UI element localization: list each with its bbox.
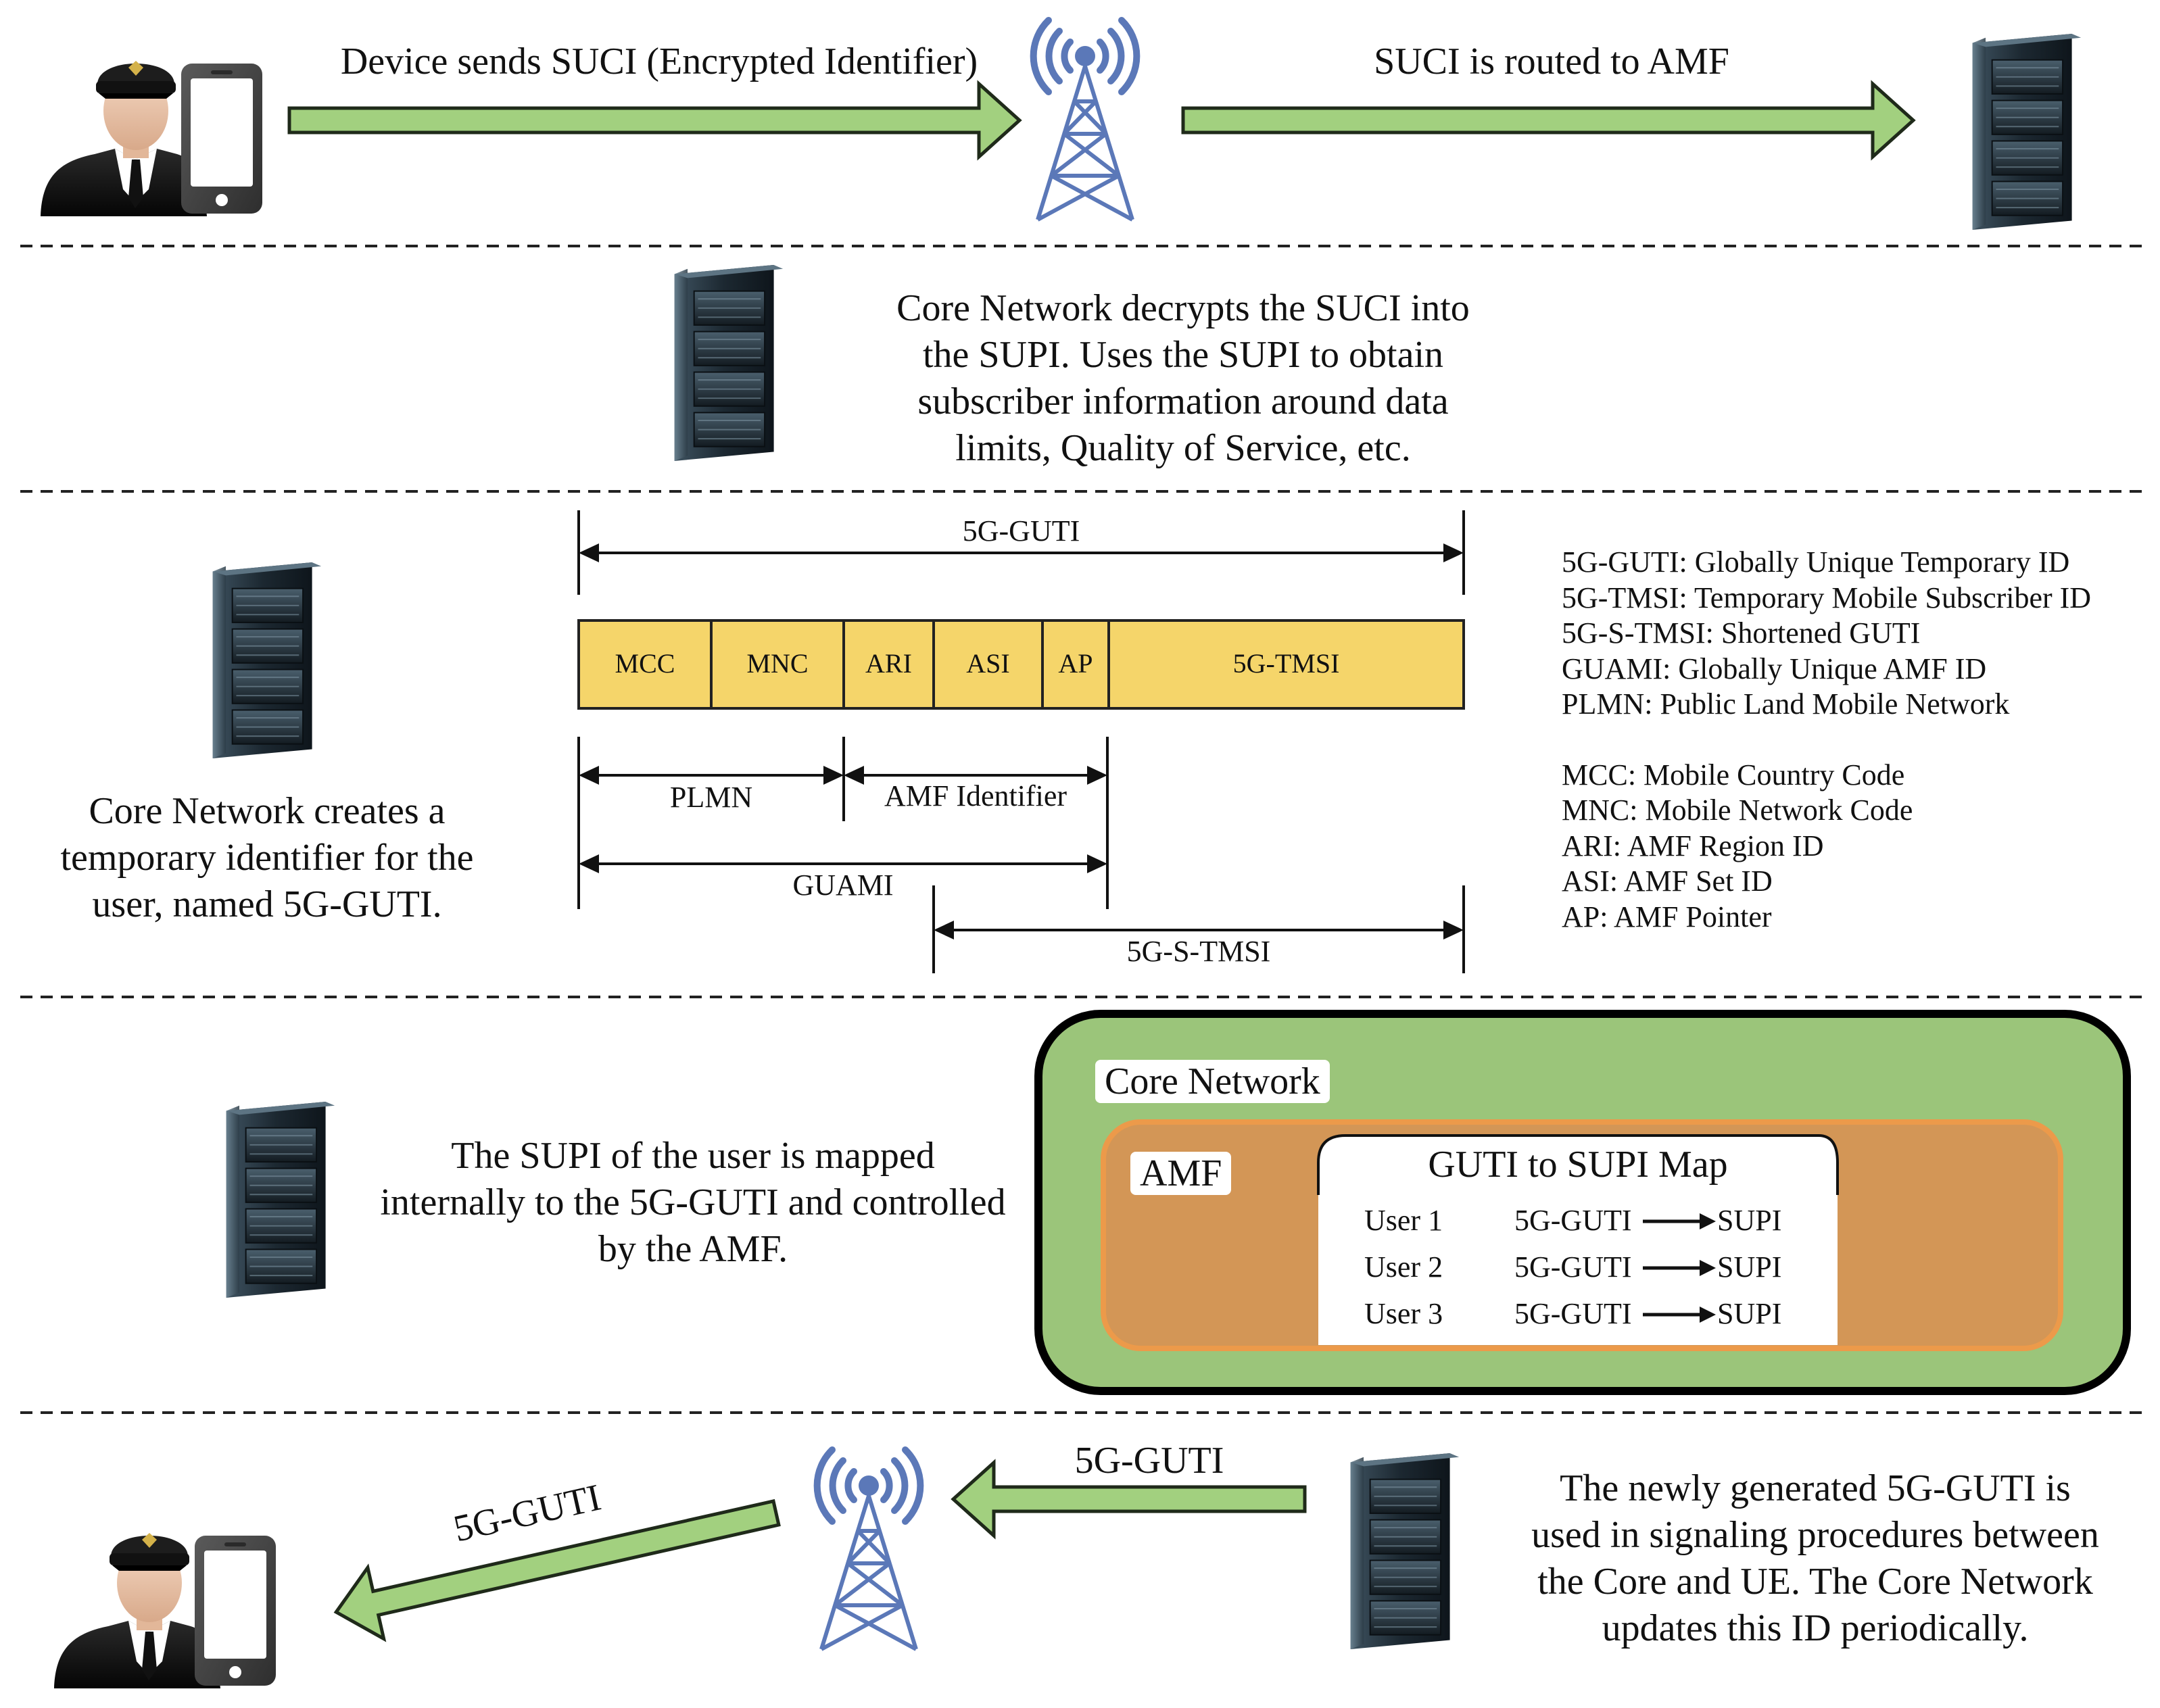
- span-label-5g-guti: 5G-GUTI: [962, 514, 1080, 547]
- map-row-to: SUPI: [1717, 1297, 1782, 1330]
- map-row-user: User 2: [1364, 1250, 1443, 1284]
- row5-line: the Core and UE. The Core Network: [1537, 1561, 2093, 1603]
- field-5g-tmsi: [1107, 619, 1465, 710]
- legend-item: ARI: AMF Region ID: [1562, 829, 1824, 862]
- row5-line: updates this ID periodically.: [1602, 1607, 2029, 1649]
- server-icon: [673, 265, 784, 461]
- field-label-ari: ARI: [865, 648, 912, 679]
- user-device-icon: [41, 61, 262, 216]
- arrow-label-5g-guti-to-tower: 5G-GUTI: [1074, 1440, 1224, 1482]
- row2-line: subscriber information around data: [917, 381, 1449, 422]
- row4-line: The SUPI of the user is mapped: [451, 1135, 935, 1177]
- cell-tower-icon: [1034, 20, 1137, 220]
- legend-item: 5G-TMSI: Temporary Mobile Subscriber ID: [1562, 581, 2092, 614]
- arrow-tower-to-device: [333, 1498, 781, 1642]
- server-icon: [1971, 34, 2082, 230]
- arrow-core-to-tower: [951, 1459, 1307, 1540]
- legend-item: MCC: Mobile Country Code: [1562, 758, 1905, 791]
- row2-line: Core Network decrypts the SUCI into: [896, 287, 1470, 329]
- span-label-plmn: PLMN: [669, 781, 753, 814]
- legend-item: GUAMI: Globally Unique AMF ID: [1562, 652, 1987, 685]
- legend-item: 5G-S-TMSI: Shortened GUTI: [1562, 616, 1921, 650]
- row2-line: the SUPI. Uses the SUPI to obtain: [923, 334, 1443, 376]
- map-row-from: 5G-GUTI: [1514, 1250, 1632, 1284]
- legend-item: 5G-GUTI: Globally Unique Temporary ID: [1562, 545, 2070, 579]
- span-label-guami: GUAMI: [792, 869, 894, 902]
- guti-structure-bar: [577, 619, 1465, 710]
- row3-line: user, named 5G-GUTI.: [92, 883, 442, 925]
- field-label-mcc: MCC: [615, 648, 675, 679]
- legend-item: MNC: Mobile Network Code: [1562, 794, 1913, 827]
- row4-line: internally to the 5G-GUTI and controlled: [380, 1181, 1006, 1223]
- row2-description: Core Network decrypts the SUCI into the …: [777, 285, 1589, 472]
- row2-line: limits, Quality of Service, etc.: [955, 427, 1411, 469]
- guti-to-supi-map-table: [1318, 1136, 1838, 1345]
- row4-line: by the AMF.: [598, 1228, 788, 1270]
- row5-line: The newly generated 5G-GUTI is: [1560, 1467, 2071, 1509]
- row3-line: Core Network creates a: [89, 790, 446, 832]
- server-icon: [225, 1102, 336, 1298]
- abbreviation-legend: 5G-GUTI: Globally Unique Temporary ID 5G…: [1562, 545, 2091, 935]
- legend-gap: [1562, 723, 2091, 758]
- span-label-5g-s-tmsi: 5G-S-TMSI: [1126, 935, 1271, 968]
- field-label-ap: AP: [1058, 648, 1093, 679]
- row5-line: used in signaling procedures between: [1531, 1514, 2099, 1556]
- amf-label: AMF: [1130, 1152, 1232, 1195]
- field-asi: [932, 619, 1044, 710]
- arrow-label-suci-routed-to-amf: SUCI is routed to AMF: [1374, 41, 1729, 82]
- server-icon: [212, 562, 322, 758]
- arrow-tower-to-amf: [1181, 80, 1916, 161]
- server-icon: [1349, 1453, 1460, 1649]
- span-label-amf-identifier: AMF Identifier: [884, 779, 1067, 812]
- row3-line: temporary identifier for the: [60, 837, 474, 879]
- legend-item: AP: AMF Pointer: [1562, 900, 1772, 933]
- field-label-5g-tmsi: 5G-TMSI: [1232, 648, 1340, 679]
- row5-description: The newly generated 5G-GUTI is used in s…: [1487, 1465, 2143, 1652]
- legend-item: PLMN: Public Land Mobile Network: [1562, 687, 2010, 721]
- field-mcc: [577, 619, 713, 710]
- arrow-label-device-sends-suci: Device sends SUCI (Encrypted Identifier): [340, 41, 978, 82]
- field-label-asi: ASI: [966, 648, 1010, 679]
- arrow-device-to-tower: [287, 80, 1022, 161]
- row3-description: Core Network creates a temporary identif…: [20, 788, 514, 928]
- map-row-from: 5G-GUTI: [1514, 1297, 1632, 1330]
- map-row-from: 5G-GUTI: [1514, 1204, 1632, 1237]
- map-row-to: SUPI: [1717, 1250, 1782, 1284]
- map-row-user: User 1: [1364, 1204, 1443, 1237]
- user-device-icon: [54, 1533, 276, 1688]
- cell-tower-icon: [817, 1450, 921, 1649]
- field-label-mnc: MNC: [746, 648, 809, 679]
- row4-description: The SUPI of the user is mapped internall…: [331, 1133, 1055, 1273]
- map-row-user: User 3: [1364, 1297, 1443, 1330]
- map-row-to: SUPI: [1717, 1204, 1782, 1237]
- legend-item: ASI: AMF Set ID: [1562, 864, 1773, 898]
- map-title: GUTI to SUPI Map: [1428, 1144, 1728, 1186]
- core-network-label: Core Network: [1095, 1060, 1330, 1103]
